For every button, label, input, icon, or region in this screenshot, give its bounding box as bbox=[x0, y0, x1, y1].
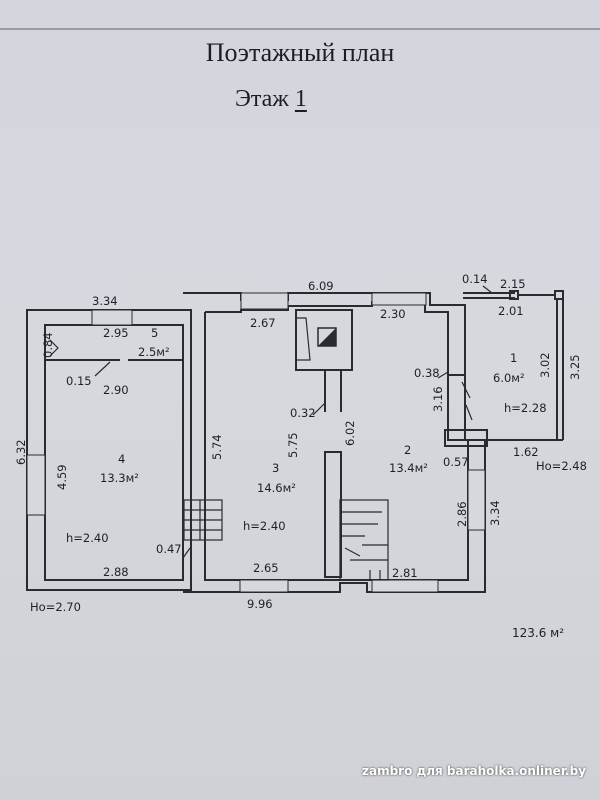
total-area: 123.6 м² bbox=[512, 626, 565, 640]
room1-height: h=2.28 bbox=[504, 401, 547, 415]
plan-title: Поэтажный план bbox=[205, 38, 395, 67]
floor-number: 1 bbox=[294, 86, 307, 112]
dim-top-right-a: 0.14 bbox=[462, 272, 488, 286]
dimension-labels: 3.34 6.09 0.14 2.15 2.95 0.84 2.67 2.30 … bbox=[14, 272, 582, 611]
dim-room2-bottom: 2.81 bbox=[392, 566, 418, 580]
window-room3-top bbox=[240, 292, 289, 310]
wall-mark-047 bbox=[182, 547, 191, 559]
window-room4-left bbox=[26, 454, 46, 516]
dim-room4-bottom: 2.88 bbox=[103, 565, 129, 579]
room5-area: 2.5м² bbox=[138, 345, 170, 359]
window-room2-top bbox=[371, 292, 427, 306]
room2-number: 2 bbox=[404, 443, 411, 457]
dim-chimney: 0.32 bbox=[290, 406, 316, 420]
dim-room5-width: 2.95 bbox=[103, 326, 129, 340]
door-room1 bbox=[461, 381, 471, 399]
dim-top-right-b: 2.15 bbox=[500, 277, 526, 291]
dim-wall-a: 0.38 bbox=[414, 366, 440, 380]
door-room1-b bbox=[465, 404, 473, 421]
dim-room1-height-a: 3.02 bbox=[538, 352, 552, 378]
stove-icon-fill bbox=[318, 328, 336, 346]
room1-wall bbox=[447, 312, 465, 376]
balcony-post-right bbox=[554, 290, 564, 300]
ho-left: Ho=2.70 bbox=[30, 600, 81, 614]
room5-number: 5 bbox=[151, 326, 158, 340]
stove-outline bbox=[296, 317, 311, 361]
sheet-edge-line bbox=[0, 28, 600, 30]
stair-main-step-4 bbox=[344, 547, 361, 557]
window-room2-right bbox=[467, 469, 486, 531]
dim-room2-right-a: 2.86 bbox=[455, 501, 469, 527]
window-room3-bottom bbox=[239, 579, 289, 593]
dim-overall-bottom: 9.96 bbox=[247, 597, 273, 611]
dim-room2-right-b: 3.34 bbox=[488, 500, 502, 526]
wall-mark-038 bbox=[437, 371, 449, 379]
floor-label: Этаж bbox=[235, 86, 289, 112]
dim-room5-depth: 0.84 bbox=[41, 332, 55, 358]
room2-area: 13.4м² bbox=[389, 461, 428, 475]
dim-top-left-span: 3.34 bbox=[92, 294, 118, 308]
dim-wall-b: 3.16 bbox=[431, 386, 445, 412]
watermark: zambro для baraholka.onliner.by bbox=[362, 764, 586, 778]
dim-top-overall: 6.09 bbox=[308, 279, 334, 293]
ho-right: Ho=2.48 bbox=[536, 459, 587, 473]
room3-area: 14.6м² bbox=[257, 481, 296, 495]
dim-room2-wall: 0.57 bbox=[443, 455, 469, 469]
dim-room4-height: 4.59 bbox=[55, 464, 69, 490]
room4-area: 13.3м² bbox=[100, 471, 139, 485]
details bbox=[49, 285, 493, 581]
room1-door-block bbox=[444, 429, 488, 447]
dim-passage: 0.47 bbox=[156, 542, 182, 556]
wall-mark-032 bbox=[312, 402, 326, 416]
room1-number: 1 bbox=[510, 351, 517, 365]
dim-room2-height: 6.02 bbox=[343, 420, 357, 446]
room4-height: h=2.40 bbox=[66, 531, 109, 545]
door-room5 bbox=[94, 361, 111, 377]
room1-area: 6.0м² bbox=[493, 371, 525, 385]
room3-number: 3 bbox=[272, 461, 279, 475]
window-room2-bottom bbox=[371, 579, 439, 593]
dim-room3-height-b: 5.75 bbox=[286, 432, 300, 458]
room4-number: 4 bbox=[118, 452, 125, 466]
dim-hall-width: 2.90 bbox=[103, 383, 129, 397]
dim-room3-height-a: 5.74 bbox=[210, 434, 224, 460]
dim-room3-top: 2.67 bbox=[250, 316, 276, 330]
dim-left-overall: 6.32 bbox=[14, 439, 28, 465]
dim-room1-height-b: 3.25 bbox=[568, 354, 582, 380]
wall-mark-014 bbox=[482, 285, 493, 294]
dim-balcony-inner: 2.01 bbox=[498, 304, 524, 318]
room3-height: h=2.40 bbox=[243, 519, 286, 533]
partition-3-2-lower bbox=[324, 451, 342, 578]
room-labels: 1 6.0м² h=2.28 2 13.4м² 3 14.6м² h=2.40 … bbox=[30, 326, 587, 614]
windows bbox=[26, 292, 486, 593]
stair-main bbox=[339, 499, 389, 581]
room5-partition-hatch bbox=[49, 339, 59, 357]
floor-heading: Этаж 1 bbox=[235, 86, 307, 113]
dim-step: 0.15 bbox=[66, 374, 92, 388]
dim-room3-bottom: 2.65 bbox=[253, 561, 279, 575]
dim-room2-top: 2.30 bbox=[380, 307, 406, 321]
window-room5 bbox=[91, 309, 133, 326]
dim-balcony-bottom: 1.62 bbox=[513, 445, 539, 459]
